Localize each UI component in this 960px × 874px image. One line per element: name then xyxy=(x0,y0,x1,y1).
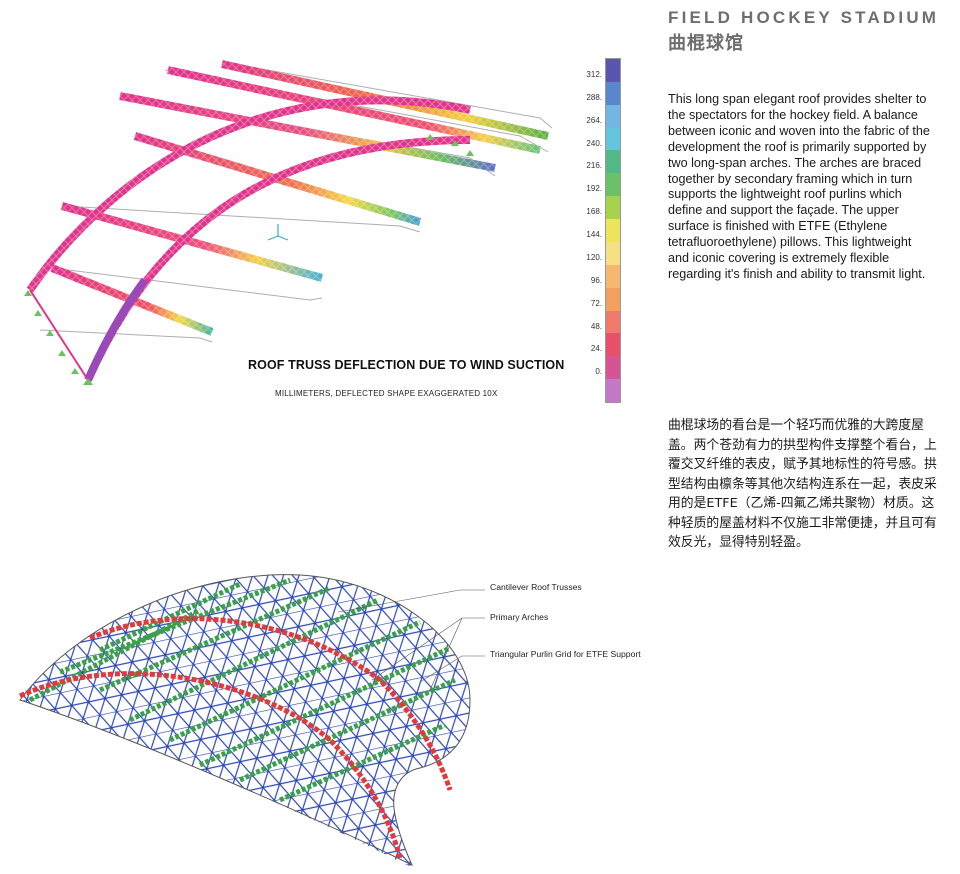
color-scale-tick-label: 192. xyxy=(586,184,602,194)
color-scale-bar xyxy=(605,58,621,403)
color-scale-segment xyxy=(606,241,620,266)
color-scale-segment xyxy=(606,127,620,151)
deflection-title: ROOF TRUSS DEFLECTION DUE TO WIND SUCTIO… xyxy=(248,358,565,372)
color-scale-tick-label: 48. xyxy=(590,321,602,331)
color-scale-segment xyxy=(606,150,620,174)
color-scale-segment xyxy=(606,196,620,220)
color-scale-tick-label: 72. xyxy=(590,298,602,308)
callout-cantilever-trusses: Cantilever Roof Trusses xyxy=(490,582,582,592)
color-scale-segment xyxy=(606,356,620,380)
color-scale-segment xyxy=(606,333,620,357)
color-scale-tick-label: 0. xyxy=(595,367,602,377)
description-english: This long span elegant roof provides she… xyxy=(668,92,930,281)
axis-triad-icon xyxy=(267,224,289,241)
callout-purlin-grid: Triangular Purlin Grid for ETFE Support xyxy=(490,649,641,659)
color-scale-segment xyxy=(606,379,620,403)
color-scale-legend: 312. 288. 264. 240. 216. 192. 168. 144. 120. 96. 7… xyxy=(560,58,630,403)
color-scale-tick-label: 96. xyxy=(590,275,602,285)
color-scale-tick-label: 168. xyxy=(586,207,602,217)
callout-primary-arches: Primary Arches xyxy=(490,612,549,622)
color-scale-tick-label: 288. xyxy=(586,92,602,102)
color-scale-tick-label: 24. xyxy=(590,344,602,354)
page-title-chinese: 曲棍球馆 xyxy=(668,33,744,53)
color-scale-tick-label: 312. xyxy=(586,70,602,79)
color-scale-segment xyxy=(606,287,620,312)
color-scale-segment xyxy=(606,104,620,129)
description-chinese: 曲棍球场的看台是一个轻巧而优雅的大跨度屋盖。两个苍劲有力的拱型构件支撑整个看台，… xyxy=(668,418,937,550)
color-scale-segment xyxy=(606,59,620,83)
deflection-subtitle: MILLIMETERS, DEFLECTED SHAPE EXAGGERATED… xyxy=(275,389,498,398)
color-scale-segment xyxy=(606,219,620,243)
color-scale-segment xyxy=(606,173,620,197)
page-title: FIELD HOCKEY STADIUM xyxy=(668,8,940,27)
color-scale-tick-label: 216. xyxy=(586,161,602,171)
color-scale-segment xyxy=(606,81,620,106)
color-scale-tick-label: 264. xyxy=(586,115,602,125)
color-scale-segment xyxy=(606,264,620,289)
color-scale-tick-label: 240. xyxy=(586,138,602,148)
color-scale-segment xyxy=(606,310,620,334)
color-scale-tick-label: 120. xyxy=(586,252,602,262)
color-scale-tick-label: 144. xyxy=(586,230,602,240)
